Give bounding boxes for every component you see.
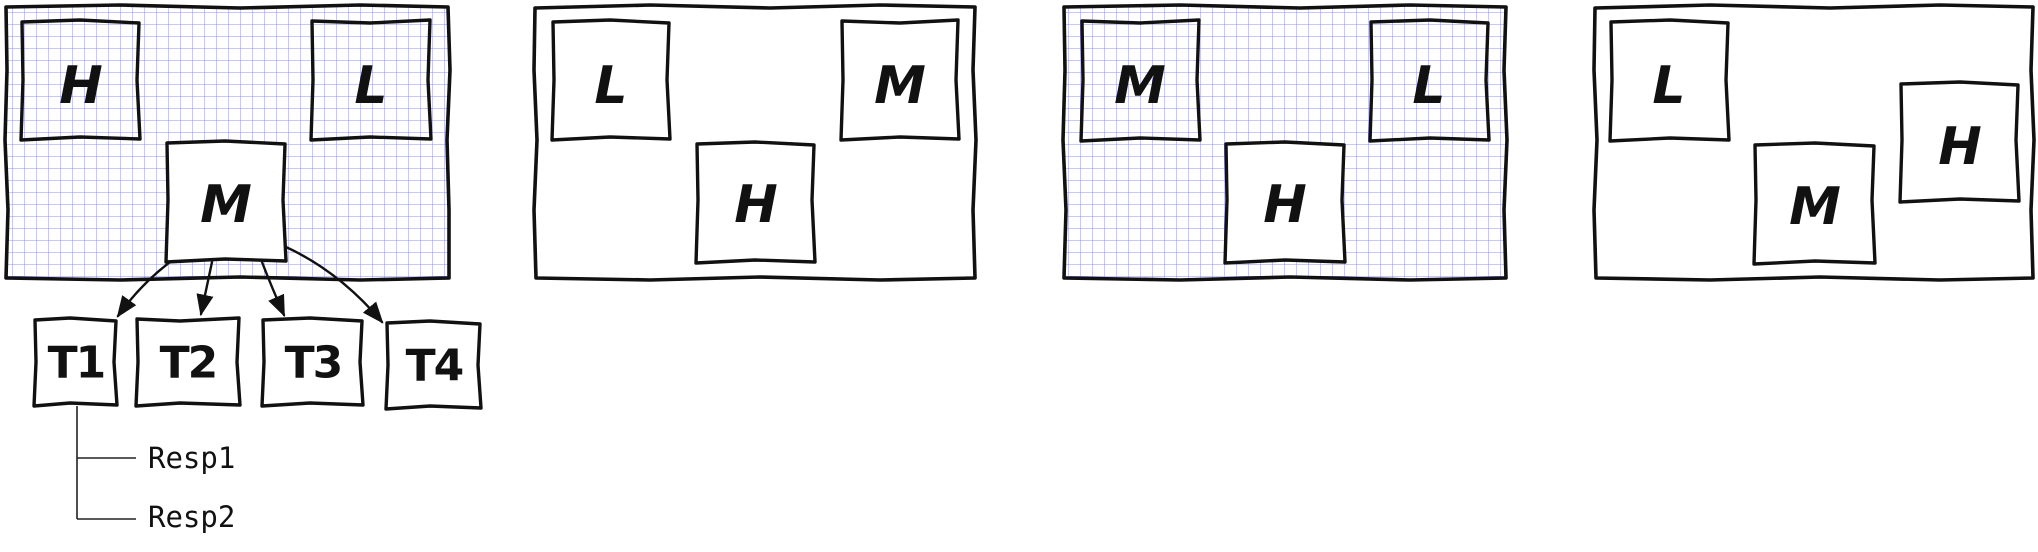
resp2-label: Resp2: [148, 500, 235, 534]
panel-4-node-m: M: [1752, 141, 1877, 266]
edge-m-to-t4: [284, 245, 384, 324]
panel-2-node-m-box: [839, 18, 961, 142]
tasks: T1 T2 T3 T4: [32, 316, 483, 411]
task-t4: T4: [384, 319, 483, 411]
edge-m-to-t3: [260, 260, 286, 317]
panel-4-node-m-box: [1752, 141, 1877, 266]
panel-1-node-l-box: [309, 18, 433, 142]
panel-4-node-h-box: [1898, 80, 2021, 204]
panel-1-node-l-label: L: [354, 56, 387, 116]
panel-3-node-l: L: [1368, 18, 1491, 143]
task-t4-box: [384, 319, 483, 411]
panel-2-node-m: M: [839, 18, 961, 142]
panel-1-node-h-label: H: [59, 56, 103, 116]
task-t3-box: [260, 316, 365, 408]
panel-1-node-m-label: M: [200, 175, 252, 235]
task-t3-label: T3: [285, 338, 342, 389]
task-t1-label: T1: [48, 338, 105, 389]
panel-3-node-m-box: [1079, 18, 1202, 143]
task-t3: T3: [260, 316, 365, 408]
panel-3-node-h-box: [1223, 140, 1347, 265]
panel-3-node-l-label: L: [1412, 56, 1445, 116]
panel-4-node-l: L: [1608, 18, 1731, 143]
panel-3-node-h: H: [1223, 140, 1347, 265]
edge-m-to-t1: [116, 260, 172, 318]
task-t1: T1: [32, 316, 119, 408]
task-t1-box: [32, 316, 119, 408]
panel-3-node-h-label: H: [1263, 175, 1307, 235]
panel-1-node-m: M: [164, 139, 288, 264]
task-t2: T2: [134, 316, 242, 408]
panel-3: M L H: [1061, 3, 1509, 282]
edge-m-to-t2: [196, 260, 214, 317]
panel-4-node-l-label: L: [1652, 56, 1685, 116]
task-t2-label: T2: [160, 338, 217, 389]
panel-2-node-l-label: L: [594, 56, 627, 116]
panel-1-node-l: L: [309, 18, 433, 142]
panel-4: L H M: [1592, 3, 2036, 282]
panel-3-node-l-box: [1368, 18, 1491, 143]
response-tree: Resp1 Resp2: [76, 406, 235, 534]
panel-4-node-h: H: [1898, 80, 2021, 204]
panel-1-node-m-box: [164, 139, 288, 264]
resp1-label: Resp1: [148, 441, 235, 475]
panel-3-node-m: M: [1079, 18, 1202, 143]
panel-3-node-m-label: M: [1114, 56, 1166, 116]
panel-1-node-h-box: [19, 18, 142, 142]
panel-2-node-h-label: H: [734, 175, 778, 235]
task-t2-box: [134, 316, 242, 408]
panel-4-node-h-label: H: [1938, 117, 1982, 177]
panel-2-node-l-box: [550, 18, 672, 142]
panel-1: H L M: [3, 3, 452, 324]
panel-4-node-l-box: [1608, 18, 1731, 143]
panel-1-node-h: H: [19, 18, 142, 142]
panel-2-node-l: L: [550, 18, 672, 142]
panel-2-node-h-box: [694, 140, 817, 265]
panel-2-node-h: H: [694, 140, 817, 265]
panel-2-node-m-label: M: [874, 56, 926, 116]
panel-2: L M H: [532, 3, 978, 282]
task-t4-label: T4: [406, 341, 463, 392]
panel-4-node-m-label: M: [1789, 177, 1841, 237]
